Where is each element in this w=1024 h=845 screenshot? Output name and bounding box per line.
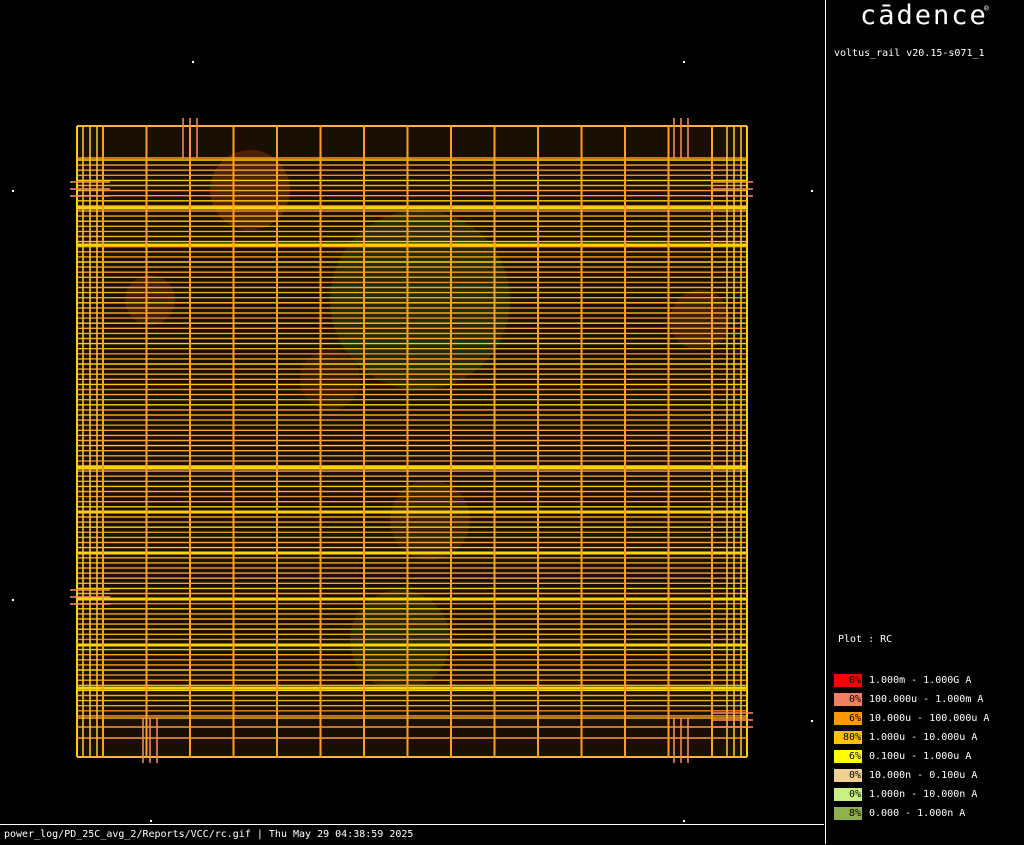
legend-swatch: 0% xyxy=(834,788,862,801)
plot-type-label: Plot : RC xyxy=(838,634,893,645)
side-panel: cādence ® voltus_rail v20.15-s071_1 Plot… xyxy=(825,0,1024,844)
legend-row: 8% 0.000 - 1.000n A xyxy=(834,804,989,823)
legend-range-label: 1.000u - 10.000u A xyxy=(869,732,978,743)
legend-range-label: 1.000n - 10.000n A xyxy=(869,789,978,800)
legend-range-label: 100.000u - 1.000m A xyxy=(869,694,984,705)
legend-range-label: 0.000 - 1.000n A xyxy=(869,808,966,819)
marker-dot xyxy=(12,190,14,192)
marker-dot xyxy=(683,820,685,822)
power-grid-plot xyxy=(12,61,813,822)
legend-row: 0% 1.000n - 10.000n A xyxy=(834,785,989,804)
marker-dot xyxy=(683,61,685,63)
legend-row: 0% 10.000n - 0.100u A xyxy=(834,766,989,785)
tool-version: voltus_rail v20.15-s071_1 xyxy=(834,48,985,59)
marker-dot xyxy=(811,190,813,192)
marker-dot xyxy=(192,61,194,63)
legend-row: 0% 1.000m - 1.000G A xyxy=(834,671,989,690)
legend-range-label: 10.000u - 100.000u A xyxy=(869,713,990,724)
legend-swatch: 80% xyxy=(834,731,862,744)
legend-range-label: 1.000m - 1.000G A xyxy=(869,675,972,686)
legend-swatch: 0% xyxy=(834,674,862,687)
cadence-logo: cādence xyxy=(860,0,988,31)
status-file-path: power_log/PD_25C_avg_2/Reports/VCC/rc.gi… xyxy=(4,829,414,840)
legend-range-label: 10.000n - 0.100u A xyxy=(869,770,978,781)
legend-swatch: 0% xyxy=(834,769,862,782)
current-legend: 0% 1.000m - 1.000G A 0% 100.000u - 1.000m A… xyxy=(834,671,989,823)
legend-swatch: 0% xyxy=(834,693,862,706)
legend-row: 80% 1.000u - 10.000u A xyxy=(834,728,989,747)
legend-row: 6% 10.000u - 100.000u A xyxy=(834,709,989,728)
status-bar: power_log/PD_25C_avg_2/Reports/VCC/rc.gi… xyxy=(0,824,824,845)
marker-dot xyxy=(150,820,152,822)
legend-row: 0% 100.000u - 1.000m A xyxy=(834,690,989,709)
legend-row: 6% 0.100u - 1.000u A xyxy=(834,747,989,766)
rail-plot-view[interactable] xyxy=(0,0,824,824)
registered-mark: ® xyxy=(984,4,989,13)
legend-swatch: 8% xyxy=(834,807,862,820)
hotspot xyxy=(330,210,510,390)
marker-dot xyxy=(12,599,14,601)
hotspot xyxy=(670,290,730,350)
legend-range-label: 0.100u - 1.000u A xyxy=(869,751,972,762)
marker-dot xyxy=(811,720,813,722)
legend-swatch: 6% xyxy=(834,750,862,763)
legend-swatch: 6% xyxy=(834,712,862,725)
